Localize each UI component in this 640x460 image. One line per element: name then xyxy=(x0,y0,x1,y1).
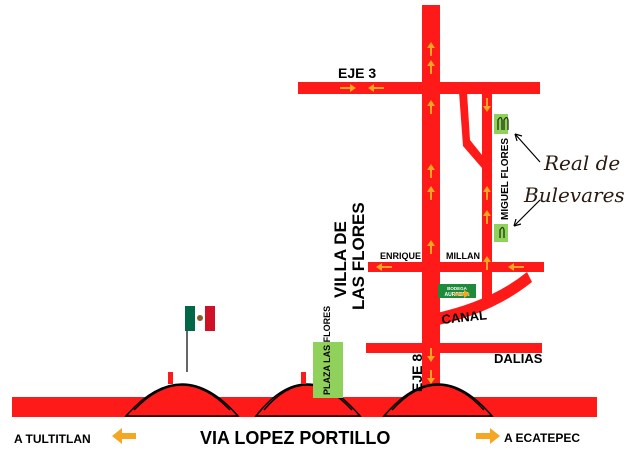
label-miguel-flores: MIGUEL FLORES xyxy=(500,138,511,220)
arrow-icon xyxy=(427,186,435,200)
arrow-icon xyxy=(427,348,435,362)
label-villa-de: VILLA DE xyxy=(331,221,350,298)
arrow-icon xyxy=(368,84,384,92)
arrow-right-icon xyxy=(476,428,500,444)
arrow-icon xyxy=(340,84,356,92)
label-a-ecatepec: A ECATEPEC xyxy=(504,431,580,445)
overpass-3 xyxy=(382,383,494,417)
roads xyxy=(12,5,597,417)
arrow-icon xyxy=(427,164,435,178)
road-dalias xyxy=(366,343,542,353)
gate-icon xyxy=(497,116,509,130)
label-bulevares: Bulevares xyxy=(523,183,625,207)
arrow-icon xyxy=(483,186,491,200)
arrow-icon xyxy=(427,100,435,114)
label-real-de: Real de xyxy=(543,151,620,175)
gate-icon xyxy=(499,226,505,238)
road-eje-3 xyxy=(298,82,540,94)
arrow-left-icon xyxy=(112,428,136,444)
arrow-icon xyxy=(427,370,435,384)
label-eje-3: EJE 3 xyxy=(338,65,376,81)
bodega-label-1: BODEGA xyxy=(447,286,468,291)
real-de-bulevares-block-2 xyxy=(494,224,508,242)
arrow-icon xyxy=(427,42,435,56)
direction-arrows xyxy=(112,42,524,444)
arrow-icon xyxy=(376,263,392,271)
bodega-aurrera-sign: BODEGA AURRERA xyxy=(438,284,476,298)
arrow-icon xyxy=(483,210,491,224)
pointer-arrows xyxy=(513,133,541,227)
label-enrique: ENRIQUE xyxy=(380,251,421,261)
arrow-icon xyxy=(427,240,435,254)
label-canal: CANAL xyxy=(441,307,488,327)
mexico-flag-icon xyxy=(185,306,215,372)
post-2 xyxy=(301,372,306,384)
road-canal xyxy=(432,272,532,326)
arrow-icon xyxy=(508,263,524,271)
label-a-tultitlan: A TULTITLAN xyxy=(14,432,91,446)
arrow-icon xyxy=(427,60,435,74)
road-diagonal xyxy=(459,92,486,168)
arrow-icon xyxy=(483,256,491,270)
label-millan: MILLAN xyxy=(446,251,480,261)
road-enrique-millan xyxy=(368,262,544,272)
arrow-icon xyxy=(483,98,491,112)
plaza-las-flores-block xyxy=(313,342,343,398)
arrow-icon xyxy=(454,290,470,298)
label-plaza-las-flores: PLAZA LAS FLORES xyxy=(322,306,332,395)
label-eje-8: EJE 8 xyxy=(409,354,425,392)
label-via-lopez-portillo: VIA LOPEZ PORTILLO xyxy=(200,428,390,448)
overpass-1 xyxy=(124,383,240,417)
overpass-2 xyxy=(254,383,362,417)
label-dalias: DALIAS xyxy=(494,351,543,366)
label-las-flores: LAS FLORES xyxy=(349,202,368,310)
road-eje-8 xyxy=(422,5,440,400)
post-1 xyxy=(168,372,173,384)
